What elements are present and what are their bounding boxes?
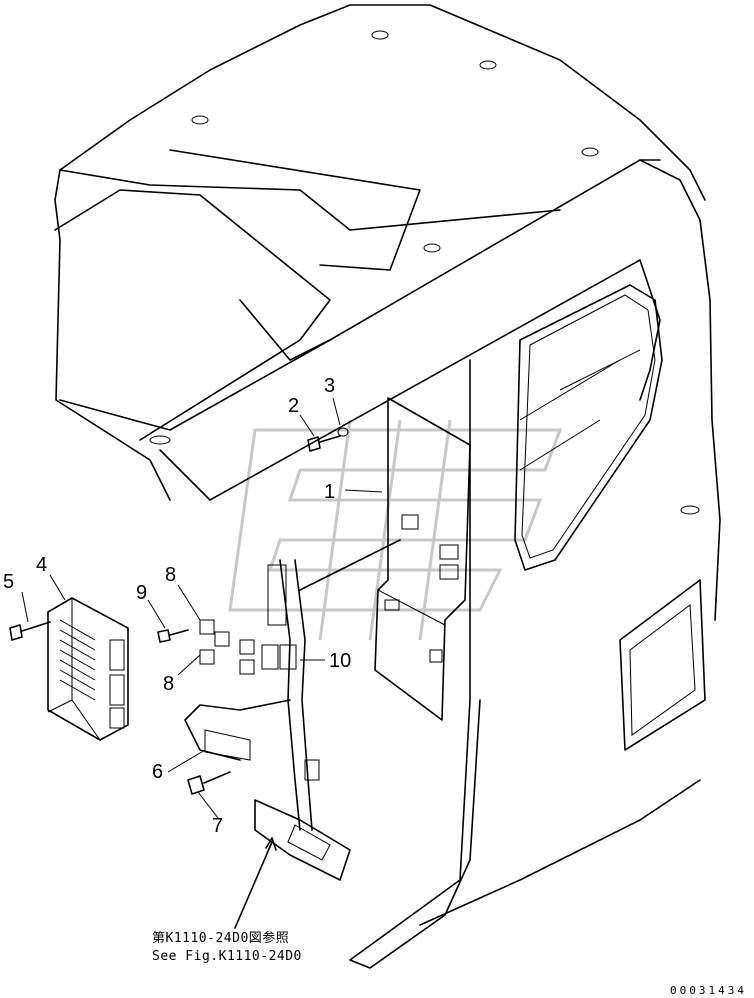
reference-note-ja: 第K1110-24D0図参照 [152,931,290,946]
callout-10: 10 [329,650,352,672]
callout-9: 9 [136,582,148,604]
reference-note: 第K1110-24D0図参照 See Fig.K1110-24D0 [152,930,302,965]
figure-id: 00031434 [670,984,747,997]
watermark-logo [228,419,563,641]
callout-2: 2 [288,395,300,417]
callout-4: 4 [36,554,48,576]
callout-5: 5 [3,571,15,593]
side-window [514,284,663,571]
callout-8-top: 8 [165,564,177,586]
door-frame [349,359,706,969]
bracket-plate [374,397,471,721]
callout-8-bottom: 8 [163,673,175,695]
leader-lines [21,397,383,929]
callout-6: 6 [152,761,164,783]
callout-7: 7 [212,815,224,837]
cab-roof [54,4,721,621]
reference-note-en: See Fig.K1110-24D0 [152,948,302,964]
controller-unit [47,597,129,741]
bolts [9,427,349,795]
callout-1: 1 [324,481,336,503]
callout-3: 3 [324,375,336,397]
wiring-harness [184,539,401,881]
